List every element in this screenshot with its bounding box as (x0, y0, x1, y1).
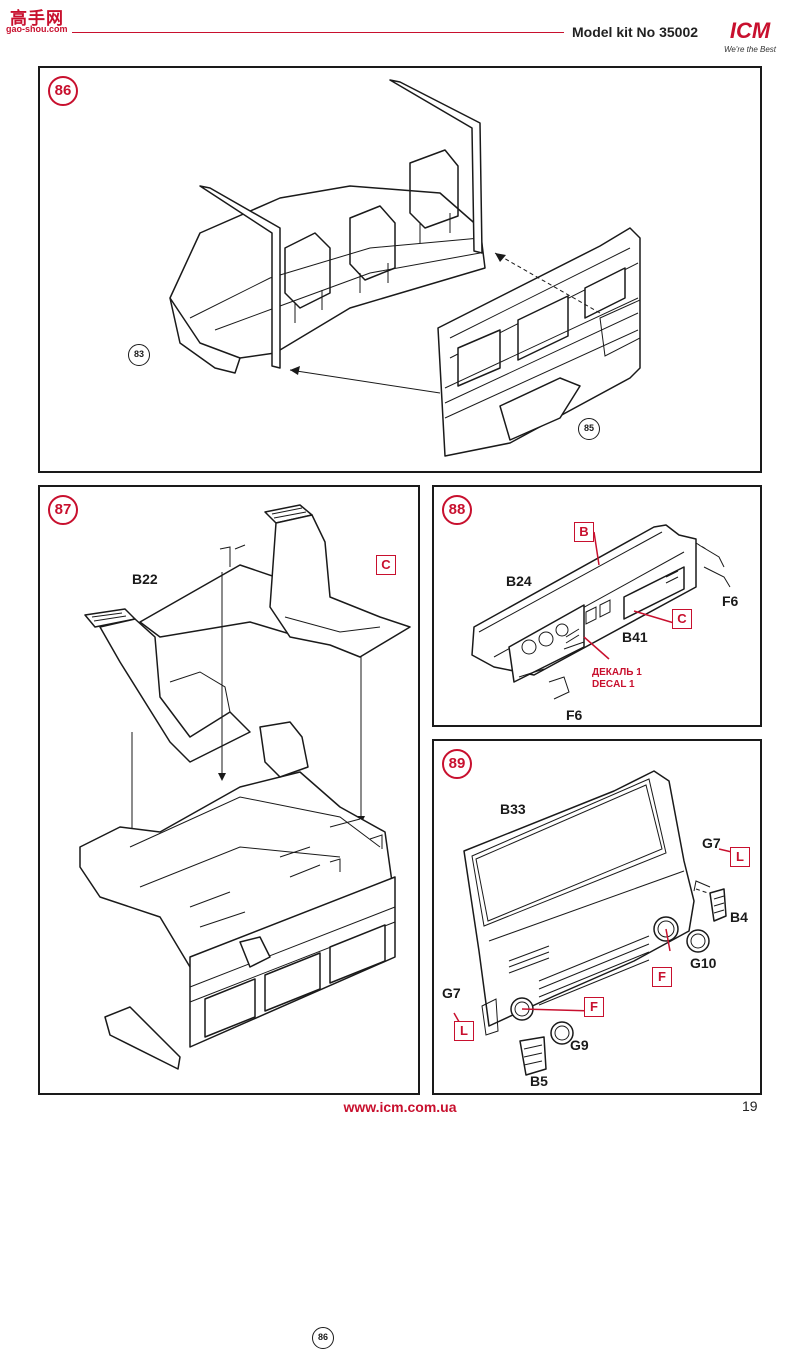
step-86-panel: 86 83 85 (38, 66, 762, 473)
marking-box-l-left: L (454, 1021, 474, 1041)
part-label-g7-left: G7 (442, 985, 461, 1001)
part-label-f6-bottom: F6 (566, 707, 583, 723)
part-label-g10: G10 (690, 955, 717, 971)
step-89-panel: 89 B33 G7 L B4 G10 F G7 F L G9 B5 (432, 739, 762, 1095)
step-number-88: 88 (442, 495, 472, 525)
marking-box-f-right: F (652, 967, 672, 987)
watermark-title: 高手网 (10, 9, 64, 28)
part-label-b22: B22 (132, 571, 158, 587)
marking-box-b: B (574, 522, 594, 542)
ref-85: 85 (578, 418, 600, 440)
ref-86: 86 (312, 1327, 334, 1349)
step-88-panel: 88 B B24 F6 B41 C ДЕКАЛЬ 1 DECAL 1 F6 (432, 485, 762, 727)
step-number-87: 87 (48, 495, 78, 525)
decal-label-en: DECAL 1 (592, 679, 635, 690)
ref-83: 83 (128, 344, 150, 366)
marking-box-c-88: C (672, 609, 692, 629)
part-label-b4: B4 (730, 909, 748, 925)
part-label-g7-right: G7 (702, 835, 721, 851)
footer-url[interactable]: www.icm.com.ua (343, 1099, 457, 1115)
part-label-f6-top: F6 (722, 593, 739, 609)
step-86-drawing (169, 79, 641, 457)
part-label-b41: B41 (622, 629, 648, 645)
part-label-b5: B5 (530, 1073, 548, 1089)
step-87-panel: 87 B22 C 86 (38, 485, 420, 1349)
step-87-drawing (79, 504, 411, 1070)
kit-number: Model kit No 35002 (572, 24, 699, 40)
marking-box-c: C (376, 555, 396, 575)
icm-logo: ICM We're the Best (708, 18, 792, 62)
step-89-drawing (453, 770, 737, 1076)
part-label-g9: G9 (570, 1037, 589, 1053)
watermark: 高手网 gao-shou.com (6, 4, 72, 36)
decal-label: ДЕКАЛЬ 1 DECAL 1 (592, 667, 642, 691)
header-rule (72, 32, 564, 33)
page-number: 19 (742, 1098, 758, 1114)
decal-label-ru: ДЕКАЛЬ 1 (592, 667, 642, 678)
marking-box-l-right: L (730, 847, 750, 867)
marking-box-f-left: F (584, 997, 604, 1017)
logo-brand: ICM (729, 18, 771, 43)
part-label-b33: B33 (500, 801, 526, 817)
watermark-url: gao-shou.com (6, 24, 68, 34)
step-88-drawing (471, 524, 731, 700)
step-number-86: 86 (48, 76, 78, 106)
step-number-89: 89 (442, 749, 472, 779)
logo-tagline: We're the Best (723, 45, 777, 54)
part-label-b24: B24 (506, 573, 532, 589)
